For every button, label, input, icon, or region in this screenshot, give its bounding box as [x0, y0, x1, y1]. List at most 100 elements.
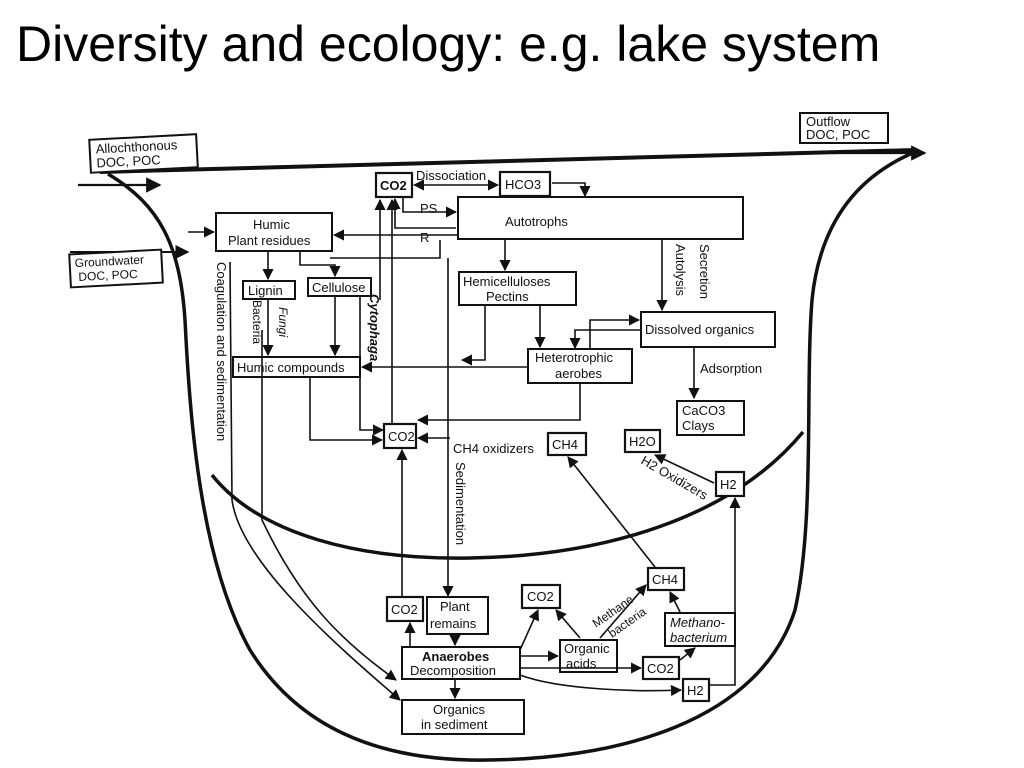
humic-plant-box: Humic Plant residues [215, 212, 333, 252]
cellulose-to-co2-mid [359, 297, 385, 436]
dissolved-organics-label: Dissolved organics [645, 322, 755, 337]
ch4-mid-box: CH4 [546, 431, 588, 457]
ps-label: PS [420, 201, 438, 216]
heterotrophic-label: Heterotrophic [535, 350, 614, 365]
adsorption-label: Adsorption [700, 361, 762, 376]
humic-label: Humic [253, 217, 290, 232]
outflow-box: Outflow DOC, POC [799, 112, 889, 144]
co2-low-box: CO2 [641, 655, 681, 681]
hco3-box: HCO3 [498, 170, 552, 198]
co2-low-label: CO2 [647, 661, 674, 676]
h2o-box: H2O [623, 428, 662, 454]
sediment-boundary [210, 430, 805, 560]
pectins-label: Pectins [486, 289, 529, 304]
outflow-label-1: Outflow [806, 114, 851, 129]
autotrophs-label: Autotrophs [505, 214, 568, 229]
h2-low-to-h2-mid [708, 496, 741, 686]
humic-compounds-to-co2 [309, 377, 384, 446]
h2-oxidizers-label: H2 Oxidizers [639, 453, 711, 503]
ch4-bottom-box: CH4 [646, 566, 686, 592]
cytophaga-label: Cytophaga [367, 294, 382, 361]
humic-compounds-label: Humic compounds [237, 360, 345, 375]
ps-arrow [402, 198, 458, 218]
plant-label: Plant [440, 599, 470, 614]
groundwater-label-1: Groundwater [74, 253, 144, 271]
anaerobes-to-co2-bottom [519, 608, 539, 651]
humic-to-cellulose [299, 252, 341, 278]
h2-to-h2o-arrow [653, 454, 715, 484]
co2-bottom-label: CO2 [527, 589, 554, 604]
h2-mid-label: H2 [720, 477, 737, 492]
hco3-label: HCO3 [505, 177, 541, 192]
anaerobes-box: Anaerobes Decomposition [401, 646, 521, 680]
dissolved-to-heterotrophs [569, 329, 641, 350]
h2-low-box: H2 [681, 677, 711, 703]
hemicelluloses-label: Hemicelluloses [463, 274, 551, 289]
heterotrophic-aerobes-box: Heterotrophic aerobes [527, 348, 633, 384]
secretion-label: Secretion [697, 244, 712, 299]
hemicelluloses-to-humic-line [460, 306, 486, 366]
co2-left-bottom-box: CO2 [385, 595, 425, 623]
organics-label: Organics [433, 702, 486, 717]
ch4-bottom-to-ch4-mid [567, 456, 656, 568]
sedimentation-label: Sedimentation [453, 462, 468, 545]
co2-top-label: CO2 [380, 178, 407, 193]
fungi-label: Fungi [276, 307, 290, 337]
organic-label: Organic [564, 641, 610, 656]
in-sediment-label: in sediment [421, 717, 488, 732]
coagulation-line [229, 261, 401, 701]
hemicelluloses-box: Hemicelluloses Pectins [458, 271, 577, 306]
autotrophs-to-plant-line [330, 240, 441, 259]
organics-sediment-box: Organics in sediment [401, 699, 525, 735]
clays-label: Clays [682, 418, 715, 433]
dissolved-organics-box: Dissolved organics [640, 311, 776, 348]
hco3-to-autotrophs [552, 182, 591, 198]
co2-left-bottom-label: CO2 [391, 602, 418, 617]
methanobacterium-box: Methano- bacterium [664, 612, 736, 647]
bacterium-label: bacterium [670, 630, 727, 645]
allochthonous-box: Allochthonous DOC, POC [88, 133, 199, 174]
bacteria-label: Bacteria [250, 300, 264, 344]
methanobacterium-to-ch4 [669, 590, 681, 613]
groundwater-box: Groundwater DOC, POC [68, 248, 164, 289]
co2-mid-box: CO2 [382, 422, 418, 450]
groundwater-lignin-line [261, 330, 397, 681]
methano-label: Methano- [670, 615, 726, 630]
ch4-oxidizers-label: CH4 oxidizers [453, 441, 534, 456]
autotrophs-box: Autotrophs [457, 196, 744, 240]
dissociation-label: Dissociation [416, 168, 486, 183]
plant-residues-label: Plant residues [228, 233, 311, 248]
outflow-label-2: DOC, POC [806, 127, 870, 142]
co2-low-to-methanobacterium [679, 647, 696, 661]
plant-remains-box: Plant remains [426, 596, 489, 635]
coagulation-label: Coagulation and sedimentation [214, 262, 229, 441]
h2o-label: H2O [629, 434, 656, 449]
co2-top-box: CO2 [374, 171, 414, 199]
ch4-mid-label: CH4 [552, 437, 578, 452]
allochthonous-label-1: Allochthonous [95, 137, 178, 156]
lake-basin-outline [107, 150, 916, 762]
h2-low-label: H2 [687, 683, 704, 698]
cellulose-label: Cellulose [312, 280, 365, 295]
co2-mid-label: CO2 [388, 429, 415, 444]
h2-mid-box: H2 [714, 470, 746, 498]
anaerobes-label: Anaerobes [422, 649, 489, 664]
organic-acids-to-co2-bottom [555, 609, 581, 639]
decomposition-label: Decomposition [410, 663, 496, 678]
co2-bottom-box: CO2 [520, 583, 562, 610]
autolysis-label: Autolysis [673, 244, 688, 297]
anaerobes-to-h2-low [519, 674, 683, 697]
heterotrophs-to-dissolved [589, 314, 641, 348]
ch4-bottom-label: CH4 [652, 572, 678, 587]
aerobes-label: aerobes [555, 366, 602, 381]
allochthonous-label-2: DOC, POC [96, 152, 161, 170]
cellulose-box: Cellulose [307, 277, 372, 297]
lake-surface-line [99, 148, 916, 174]
humic-compounds-box: Humic compounds [232, 356, 361, 378]
organic-acids-box: Organic acids [559, 639, 618, 673]
groundwater-label-2: DOC, POC [78, 267, 138, 284]
organic-acids-to-ch4 [599, 584, 647, 639]
slide-title: Diversity and ecology: e.g. lake system [16, 16, 881, 72]
remains-label: remains [430, 616, 477, 631]
